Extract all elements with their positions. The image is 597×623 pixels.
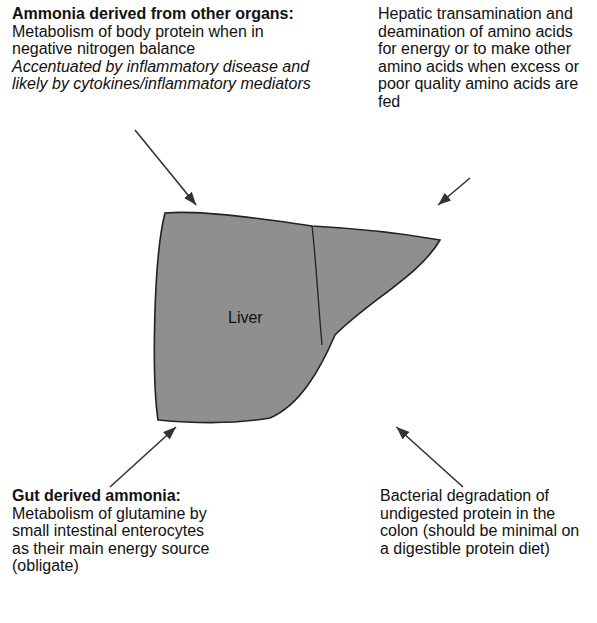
liver-outline — [155, 205, 442, 427]
organ-label: Liver — [228, 309, 263, 327]
flow-arrow — [396, 427, 463, 487]
block-text: Hepatic transamination and deamination o… — [378, 5, 592, 110]
block-text: Metabolism of body protein when in negat… — [12, 23, 312, 58]
text-block: Hepatic transamination and deamination o… — [378, 5, 592, 178]
text-block: Bacterial degradation of undigested prot… — [380, 487, 592, 617]
flow-arrow — [110, 427, 176, 487]
block-heading: Ammonia derived from other organs: — [12, 5, 312, 23]
block-text: Metabolism of glutamine by small intesti… — [12, 505, 212, 575]
block-text: Accentuated by inflammatory disease and … — [12, 58, 312, 93]
text-block: Ammonia derived from other organs:Metabo… — [12, 5, 312, 130]
liver-silhouette — [154, 212, 440, 422]
flow-arrow — [135, 130, 196, 205]
lobe-divider — [312, 226, 322, 345]
flow-arrow — [438, 178, 470, 205]
block-heading: Gut derived ammonia: — [12, 487, 212, 505]
text-block: Gut derived ammonia:Metabolism of glutam… — [12, 487, 212, 617]
organ-shape: Liver — [155, 205, 442, 427]
block-text: Bacterial degradation of undigested prot… — [380, 487, 592, 557]
